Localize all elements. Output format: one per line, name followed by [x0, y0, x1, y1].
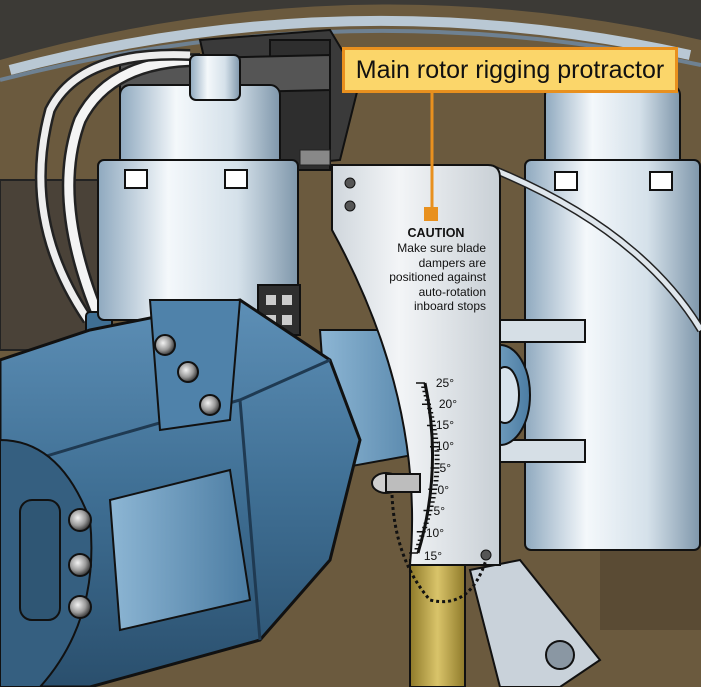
callout-box: Main rotor rigging protractor: [342, 47, 678, 93]
callout-label: Main rotor rigging protractor: [355, 55, 665, 84]
scale-ticks: [409, 382, 440, 554]
scale-label: 10°: [435, 439, 454, 453]
caution-line: positioned against: [389, 270, 486, 285]
callout-marker: [424, 207, 438, 221]
scale-label: 5°: [439, 461, 451, 475]
caution-line: dampers are: [418, 255, 486, 270]
scale-label: 5°: [433, 504, 445, 518]
scale-label: 15°: [435, 418, 454, 432]
caution-line: inboard stops: [413, 299, 486, 314]
caution-line: auto-rotation: [418, 284, 486, 299]
scale-label: 15°: [423, 549, 442, 563]
chain: [390, 494, 488, 604]
scale-label: 0°: [437, 483, 449, 497]
scale-label: 25°: [435, 376, 454, 390]
protractor-plate: [331, 164, 501, 566]
scale-label: 10°: [425, 526, 444, 540]
scale-label: 20°: [438, 397, 457, 411]
bolt-group: [68, 334, 221, 619]
caution-text: Make sure blade dampers are positioned a…: [370, 241, 486, 314]
caution-title: CAUTION: [407, 226, 465, 240]
caution-line: Make sure blade: [397, 241, 486, 255]
